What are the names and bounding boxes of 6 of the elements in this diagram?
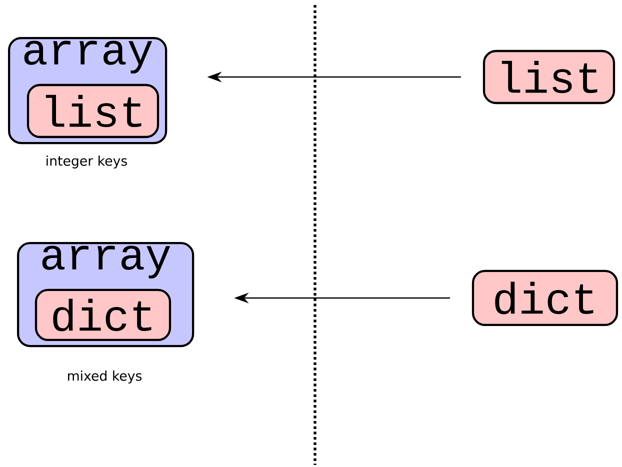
node-label: mixed keys (68, 370, 142, 384)
type-box: list (482, 50, 616, 104)
type-box: dict (34, 288, 172, 342)
node-label: integer keys (46, 156, 127, 168)
type-box: dict (472, 270, 618, 326)
type-box: list (26, 84, 160, 138)
